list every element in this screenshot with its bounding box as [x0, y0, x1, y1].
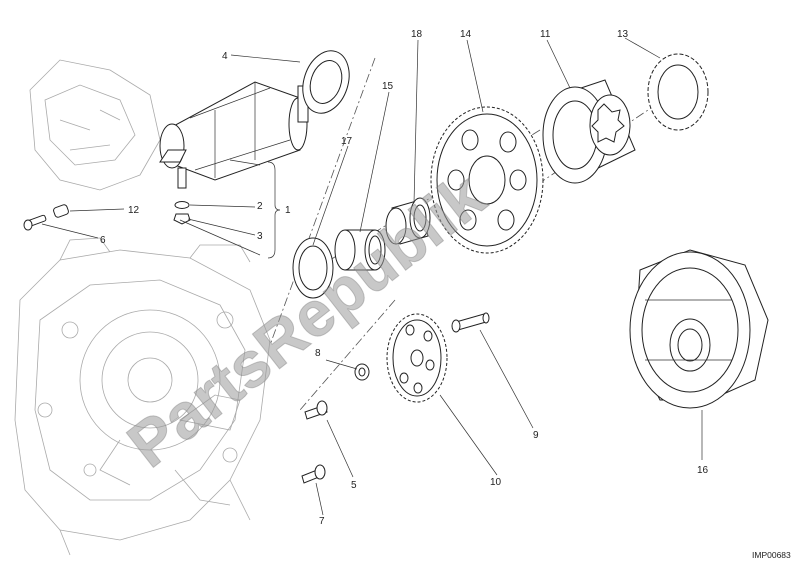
callout-17: 17 — [341, 136, 353, 147]
washer-8 — [354, 363, 370, 381]
leader-lines — [41, 37, 703, 516]
screw-5 — [304, 400, 328, 420]
engine-crankcase-outline — [14, 59, 271, 556]
image-code: IMP00683 — [752, 550, 791, 560]
callout-5: 5 — [351, 480, 357, 491]
callout-3: 3 — [257, 231, 263, 242]
callout-18: 18 — [411, 29, 423, 40]
gear-shaft-pin — [451, 312, 490, 333]
small-fasteners — [23, 201, 191, 231]
starter-gasket — [302, 50, 350, 114]
callout-9: 9 — [533, 430, 539, 441]
callout-7: 7 — [319, 516, 325, 527]
thrust-washer — [292, 237, 334, 299]
needle-bearing — [334, 229, 386, 271]
callout-labels: 1 2 3 4 5 6 7 8 9 10 11 12 13 14 15 16 1… — [100, 29, 709, 527]
callout-12: 12 — [128, 205, 140, 216]
callout-11: 11 — [540, 29, 551, 40]
sprag-clutch-bearing — [647, 53, 709, 131]
callout-13: 13 — [617, 29, 629, 40]
freewheel-housing — [542, 79, 636, 184]
idler-gear — [386, 313, 448, 403]
callout-16: 16 — [697, 465, 709, 476]
flywheel-rotor — [629, 249, 769, 409]
bushing — [385, 197, 431, 245]
callout-8: 8 — [315, 348, 321, 359]
callout-10: 10 — [490, 477, 502, 488]
callout-15: 15 — [382, 81, 394, 92]
screw-7 — [301, 464, 326, 484]
group-bracket — [267, 161, 281, 259]
callout-14: 14 — [460, 29, 472, 40]
callout-2: 2 — [257, 201, 263, 212]
starter-motor — [159, 81, 309, 189]
callout-4: 4 — [222, 51, 228, 62]
starter-driven-gear — [430, 106, 544, 254]
callout-1: 1 — [285, 205, 291, 216]
callout-6: 6 — [100, 235, 106, 246]
watermark: PartsRepublik — [114, 159, 498, 481]
